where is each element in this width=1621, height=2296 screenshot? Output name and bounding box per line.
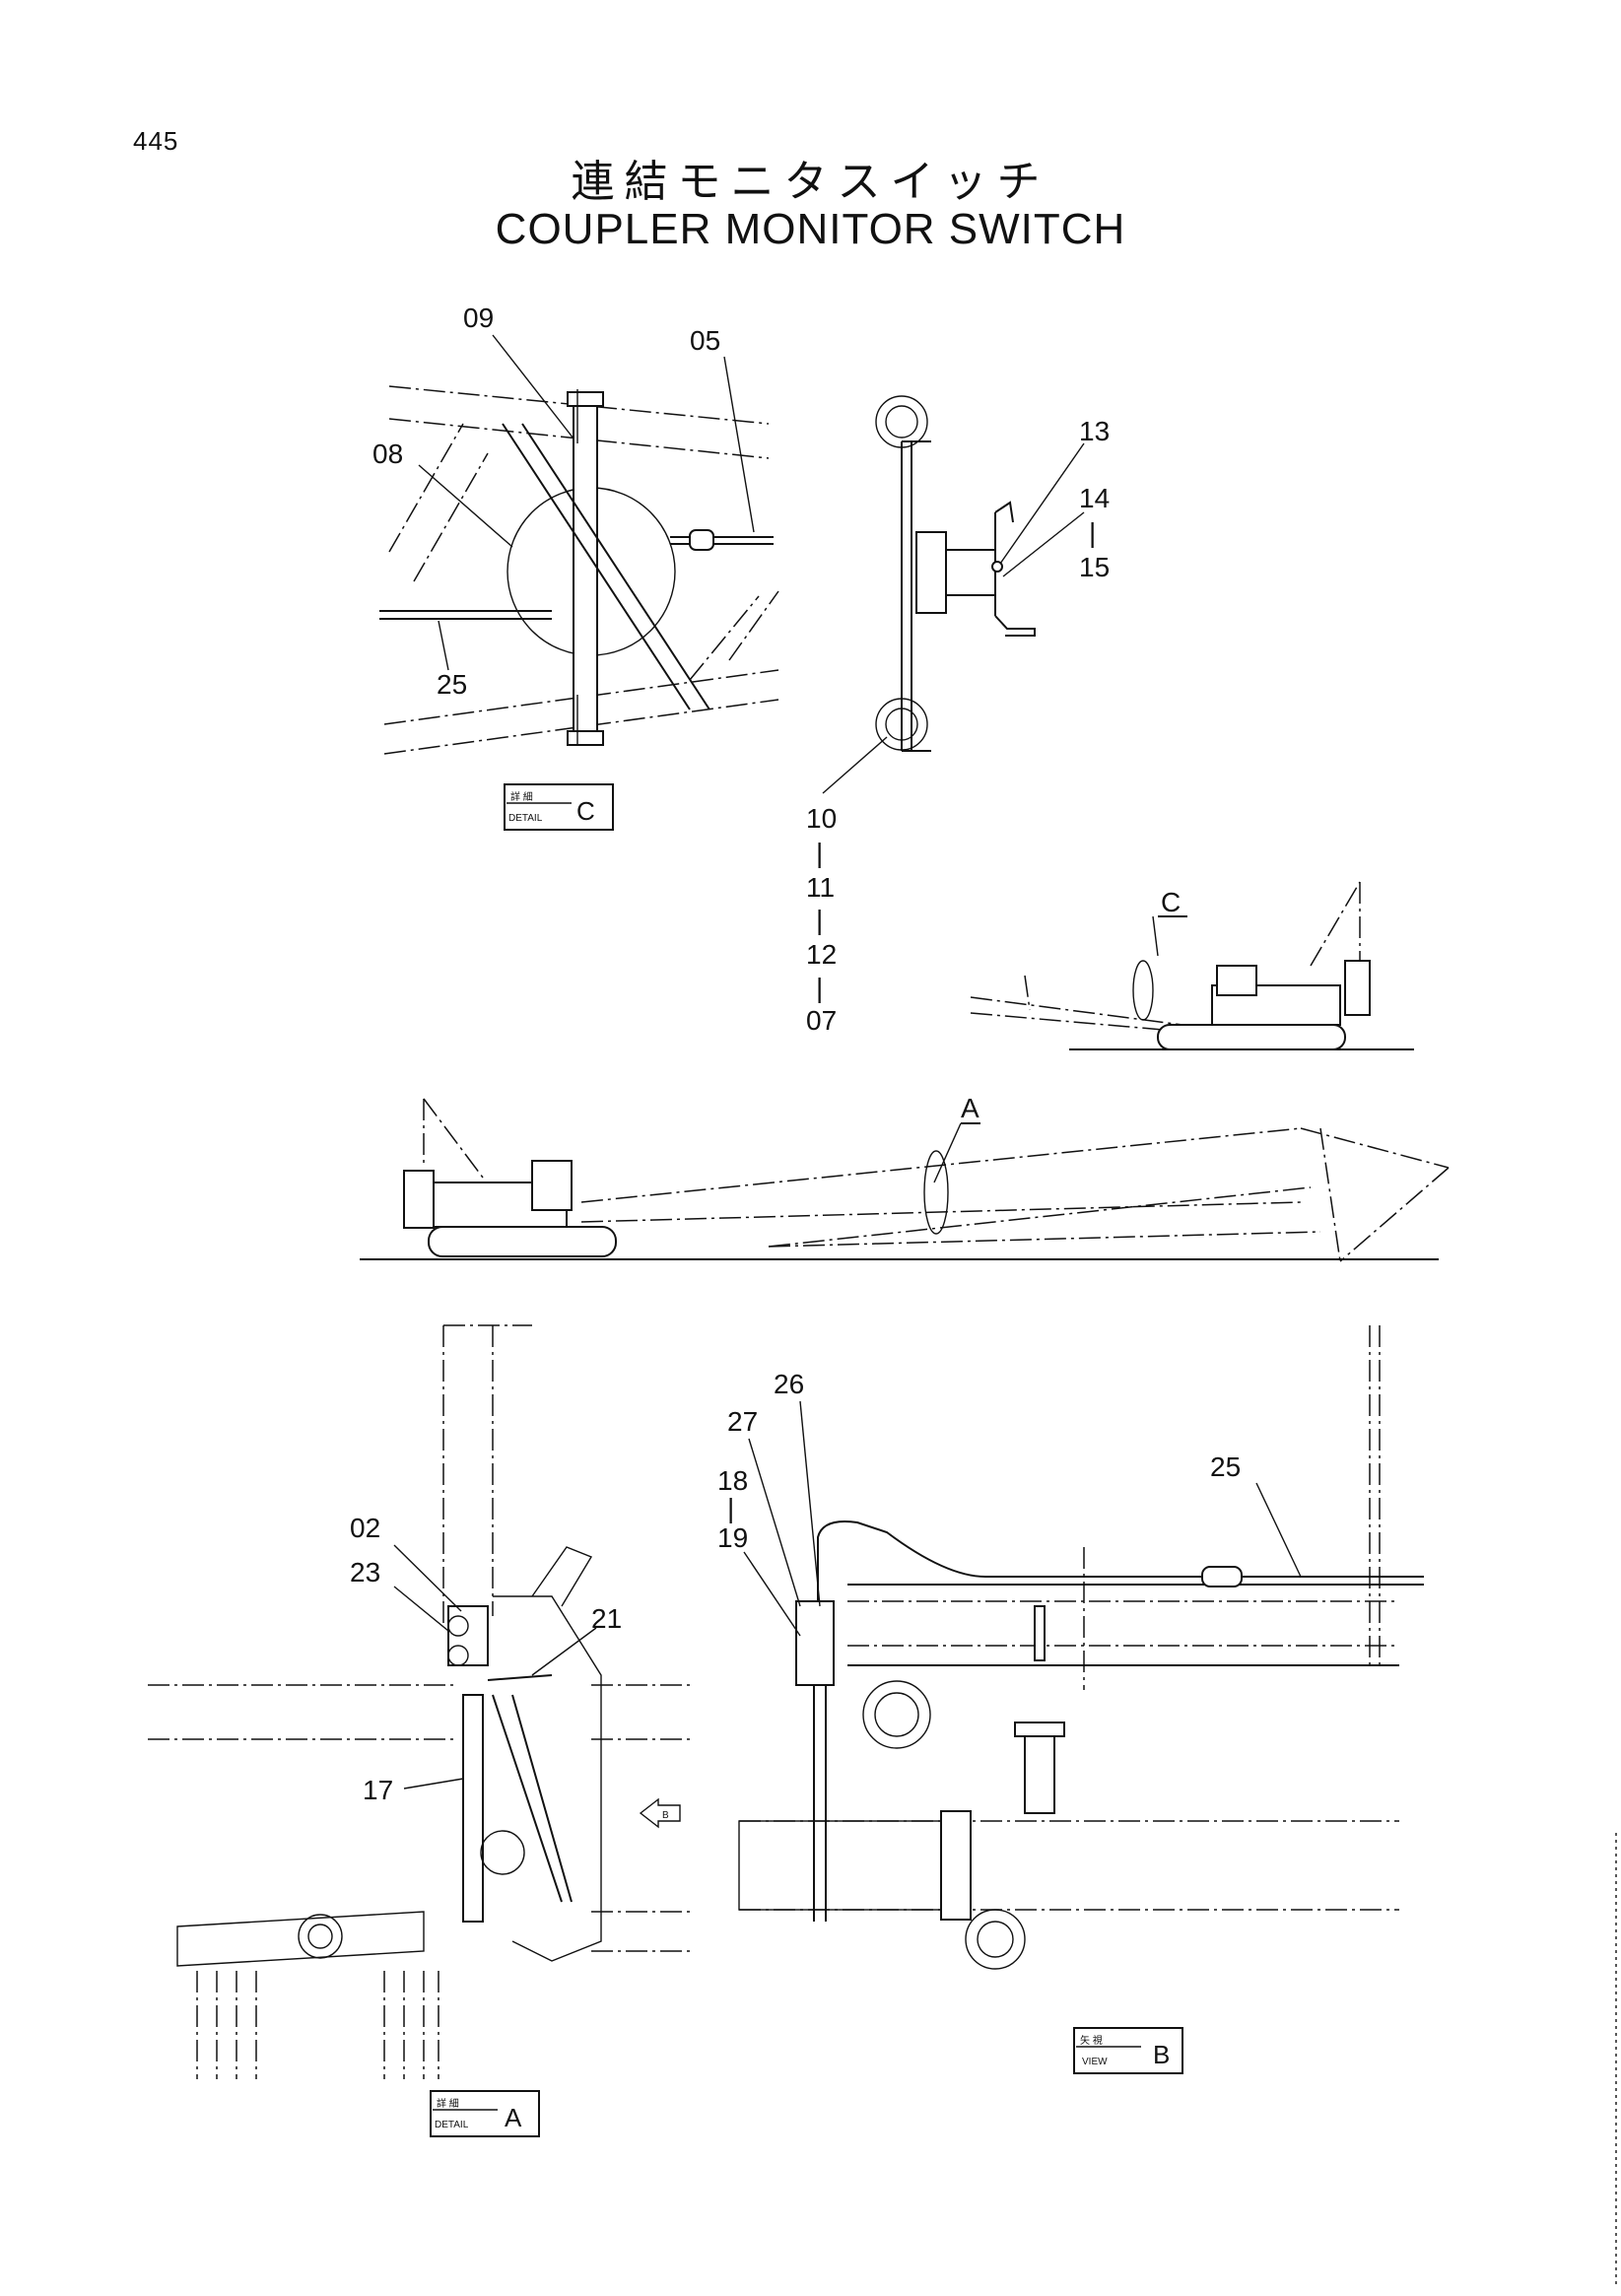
view-b-leaders <box>743 1400 1302 1637</box>
svg-text:C: C <box>576 796 595 826</box>
svg-text:詳 細: 詳 細 <box>510 790 533 803</box>
detail-c-leaders <box>418 334 755 671</box>
clamp-leaders <box>822 442 1085 794</box>
svg-text:矢 視: 矢 視 <box>1080 2034 1103 2047</box>
svg-text:B: B <box>1153 2040 1170 2069</box>
view-b-label-box: 矢 視 VIEW B <box>1073 2027 1183 2074</box>
callout-21: 21 <box>591 1603 622 1634</box>
callout-05: 05 <box>690 325 720 356</box>
svg-text:|: | <box>816 838 823 868</box>
svg-text:|: | <box>816 905 823 935</box>
clamp-side-view <box>875 395 1036 752</box>
page-number: 445 <box>133 126 179 156</box>
svg-text:|: | <box>816 973 823 1003</box>
callout-07: 07 <box>806 1005 837 1036</box>
detail-a-label-box: 詳 細 DETAIL A <box>430 2090 540 2137</box>
callout-18: 18 <box>717 1465 748 1496</box>
page-title-japanese: 連結モニタスイッチ <box>571 157 1050 207</box>
view-marker-c: C <box>1161 887 1181 917</box>
detail-c-label-box: 詳 細 DETAIL C <box>504 783 614 831</box>
large-crane-overview <box>360 1098 1450 1262</box>
svg-text:A: A <box>505 2103 522 2132</box>
callout-26: 26 <box>774 1369 804 1399</box>
view-marker-b: B <box>662 1810 669 1821</box>
detail-c-drawing <box>379 385 779 755</box>
callout-23: 23 <box>350 1557 380 1587</box>
detail-a-leaders <box>393 1544 597 1790</box>
small-crane-overview <box>970 881 1414 1050</box>
callout-12: 12 <box>806 939 837 970</box>
callout-17: 17 <box>363 1775 393 1805</box>
page-title-english: COUPLER MONITOR SWITCH <box>495 205 1126 253</box>
callout-25-view-b: 25 <box>1210 1452 1241 1482</box>
callout-13: 13 <box>1079 416 1110 446</box>
svg-text:DETAIL: DETAIL <box>435 2120 469 2130</box>
callout-14: 14 <box>1079 483 1110 513</box>
view-b-drawing <box>738 1325 1424 1970</box>
callout-10: 10 <box>806 803 837 834</box>
svg-text:|: | <box>1089 517 1096 548</box>
callout-15: 15 <box>1079 552 1110 582</box>
view-marker-a: A <box>961 1093 979 1123</box>
callout-09: 09 <box>463 303 494 333</box>
callout-11: 11 <box>806 872 835 903</box>
svg-text:|: | <box>727 1493 734 1523</box>
callout-19: 19 <box>717 1522 748 1553</box>
callout-27: 27 <box>727 1406 758 1437</box>
callout-08: 08 <box>372 439 403 469</box>
callout-25-detail-c: 25 <box>437 669 467 700</box>
callout-02: 02 <box>350 1513 380 1543</box>
svg-text:DETAIL: DETAIL <box>508 813 543 824</box>
view-b-arrow <box>639 1797 681 1829</box>
svg-text:VIEW: VIEW <box>1082 2057 1108 2067</box>
detail-a-drawing <box>148 1324 690 2079</box>
svg-text:詳 細: 詳 細 <box>437 2097 459 2110</box>
